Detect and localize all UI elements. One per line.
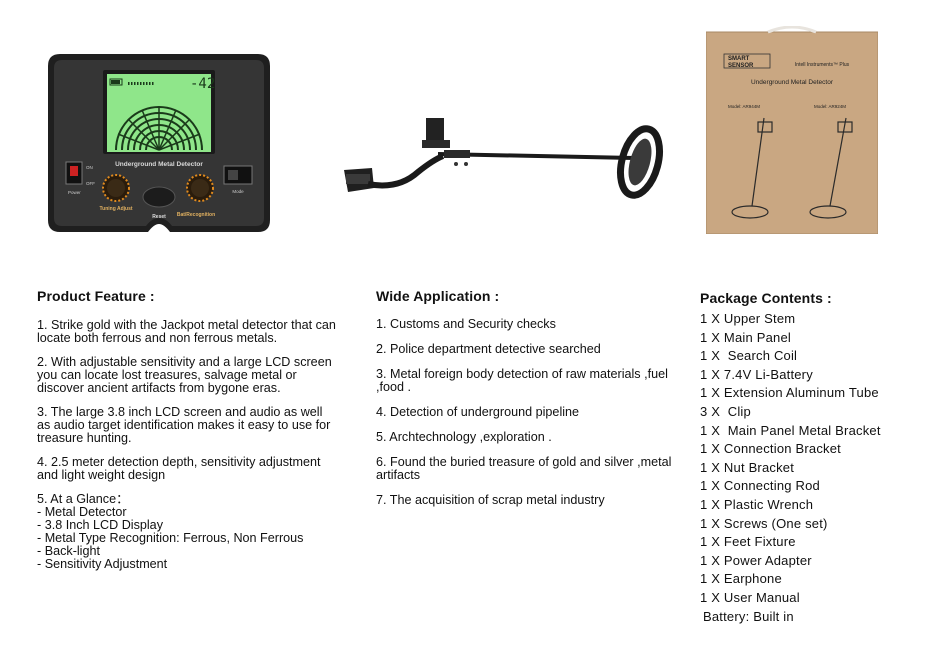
product-feature-heading: Product Feature : bbox=[37, 288, 155, 304]
svg-text:Tuning Adjust: Tuning Adjust bbox=[99, 206, 132, 212]
svg-text:Power: Power bbox=[68, 190, 81, 195]
wide-application-heading: Wide Application : bbox=[376, 288, 500, 304]
svg-text:Model: AR944M: Model: AR944M bbox=[728, 104, 760, 109]
application-item: 7. The acquisition of scrap metal indust… bbox=[376, 493, 605, 507]
package-item: 1 X Main Panel bbox=[700, 329, 791, 345]
svg-text:SMART: SMART bbox=[728, 56, 750, 62]
svg-text:Intell Instruments™ Plus: Intell Instruments™ Plus bbox=[795, 62, 850, 68]
svg-text:Underground Metal Detector: Underground Metal Detector bbox=[751, 79, 834, 86]
svg-text:ON: ON bbox=[86, 165, 93, 170]
product-feature-section: Product Feature : 1. Strike gold with th… bbox=[37, 288, 337, 571]
application-item: 6. Found the buried treasure of gold and… bbox=[376, 455, 672, 482]
package-contents-section: Package Contents : 1 X Upper Stem 1 X Ma… bbox=[700, 288, 920, 626]
application-item: 2. Police department detective searched bbox=[376, 342, 601, 356]
package-contents-heading: Package Contents : bbox=[700, 290, 832, 306]
package-item: 1 X User Manual bbox=[700, 589, 800, 605]
lcd-screen: -42 bbox=[109, 76, 215, 151]
package-item: 1 X Upper Stem bbox=[700, 311, 796, 326]
svg-text:Bat/Recognition: Bat/Recognition bbox=[177, 212, 215, 218]
package-item: 1 X Connecting Rod bbox=[700, 478, 820, 494]
package-item: 3 X Clip bbox=[700, 403, 751, 419]
feature-item: 4. 2.5 meter detection depth, sensitivit… bbox=[37, 455, 321, 482]
control-panel-image: -42 Underground Metal Detector ON OFF Po… bbox=[48, 54, 270, 232]
package-item: 1 X 7.4V Li-Battery bbox=[700, 366, 813, 382]
feature-item: 1. Strike gold with the Jackpot metal de… bbox=[37, 318, 336, 345]
package-item: 1 X Main Panel Metal Bracket bbox=[700, 422, 881, 438]
feature-item: 3. The large 3.8 inch LCD screen and aud… bbox=[37, 405, 331, 445]
application-item: 4. Detection of underground pipeline bbox=[376, 405, 580, 419]
svg-text:Reset: Reset bbox=[152, 214, 166, 220]
reset-button bbox=[142, 186, 176, 208]
glance-item: - Sensitivity Adjustment bbox=[37, 557, 168, 571]
package-item: 1 X Earphone bbox=[700, 571, 782, 587]
svg-text:Mode: Mode bbox=[232, 189, 244, 194]
package-item: 1 X Nut Bracket bbox=[700, 459, 795, 475]
metal-detector-image bbox=[344, 118, 663, 199]
battery-note: Battery: Built in bbox=[703, 608, 794, 624]
search-coil bbox=[617, 125, 663, 199]
application-item: 5. Archtechnology ,exploration . bbox=[376, 430, 552, 444]
package-item: 1 X Extension Aluminum Tube bbox=[700, 385, 879, 401]
lcd-reading: -42 bbox=[190, 76, 215, 92]
package-item: 1 X Screws (One set) bbox=[700, 515, 828, 531]
package-box-image: SMART SENSOR Intell Instruments™ Plus Un… bbox=[706, 26, 878, 234]
glance-heading: 5. At a Glance： bbox=[37, 492, 129, 506]
at-a-glance-list: 5. At a Glance： - Metal Detector - 3.8 I… bbox=[37, 493, 337, 571]
package-item: 1 X Feet Fixture bbox=[700, 534, 796, 550]
package-item: 1 X Power Adapter bbox=[700, 552, 812, 568]
glance-item: - Back-light bbox=[37, 544, 100, 558]
glance-item: - Metal Detector bbox=[37, 505, 127, 519]
svg-text:SENSOR: SENSOR bbox=[728, 63, 754, 69]
svg-text:Model: AR924M: Model: AR924M bbox=[814, 104, 846, 109]
wide-application-section: Wide Application : 1. Customs and Securi… bbox=[376, 288, 676, 519]
application-item: 1. Customs and Security checks bbox=[376, 317, 556, 331]
package-list: 1 X Upper Stem 1 X Main Panel 1 X Search… bbox=[700, 310, 920, 626]
package-item: 1 X Plastic Wrench bbox=[700, 496, 814, 512]
feature-item: 2. With adjustable sensitivity and a lar… bbox=[37, 355, 332, 395]
package-item: 1 X Search Coil bbox=[700, 348, 798, 364]
application-item: 3. Metal foreign body detection of raw m… bbox=[376, 367, 668, 394]
glance-item: - Metal Type Recognition: Ferrous, Non F… bbox=[37, 531, 304, 545]
panel-title: Underground Metal Detector bbox=[115, 161, 203, 168]
svg-text:OFF: OFF bbox=[86, 181, 95, 186]
package-item: 1 X Connection Bracket bbox=[700, 441, 841, 457]
glance-item: - 3.8 Inch LCD Display bbox=[37, 518, 163, 532]
